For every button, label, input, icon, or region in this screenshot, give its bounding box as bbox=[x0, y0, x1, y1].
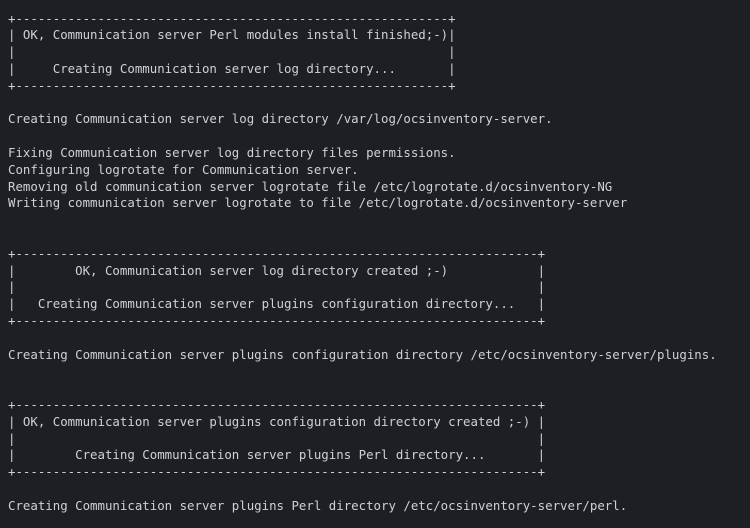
box-spacer: | | bbox=[8, 430, 546, 446]
box-message: | Creating Communication server plugins … bbox=[8, 296, 546, 312]
output-line: Writing communication server logrotate t… bbox=[8, 195, 628, 211]
blank-line bbox=[8, 363, 750, 380]
blank-line bbox=[8, 380, 750, 397]
box-border-bottom: +---------------------------------------… bbox=[8, 312, 546, 328]
box-message: | OK, Communication server log directory… bbox=[8, 262, 546, 278]
output-line: Creating Communication server plugins Pe… bbox=[8, 497, 628, 513]
blank-line bbox=[8, 481, 750, 498]
blank-line bbox=[8, 330, 750, 347]
box-border-bottom: +---------------------------------------… bbox=[8, 464, 546, 480]
output-line: Configuring logrotate for Communication … bbox=[8, 161, 359, 177]
box-message: | Creating Communication server plugins … bbox=[8, 447, 546, 463]
box-message: | OK, Communication server plugins confi… bbox=[8, 413, 546, 429]
box-spacer: | | bbox=[8, 44, 456, 60]
output-line: Removing old communication server logrot… bbox=[8, 178, 613, 194]
terminal-output[interactable]: +---------------------------------------… bbox=[8, 11, 750, 515]
blank-line bbox=[8, 229, 750, 246]
blank-line bbox=[8, 95, 750, 112]
output-line: Fixing Communication server log director… bbox=[8, 144, 456, 160]
blank-line bbox=[8, 128, 750, 145]
box-border-bottom: +---------------------------------------… bbox=[8, 77, 456, 93]
box-message: | Creating Communication server log dire… bbox=[8, 60, 456, 76]
box-border-top: +---------------------------------------… bbox=[8, 10, 456, 26]
blank-line bbox=[8, 212, 750, 229]
box-message: | OK, Communication server Perl modules … bbox=[8, 27, 456, 43]
output-line: Creating Communication server log direct… bbox=[8, 111, 553, 127]
box-border-top: +---------------------------------------… bbox=[8, 396, 546, 412]
box-spacer: | | bbox=[8, 279, 546, 295]
box-border-top: +---------------------------------------… bbox=[8, 245, 546, 261]
output-line: Creating Communication server plugins co… bbox=[8, 346, 717, 362]
